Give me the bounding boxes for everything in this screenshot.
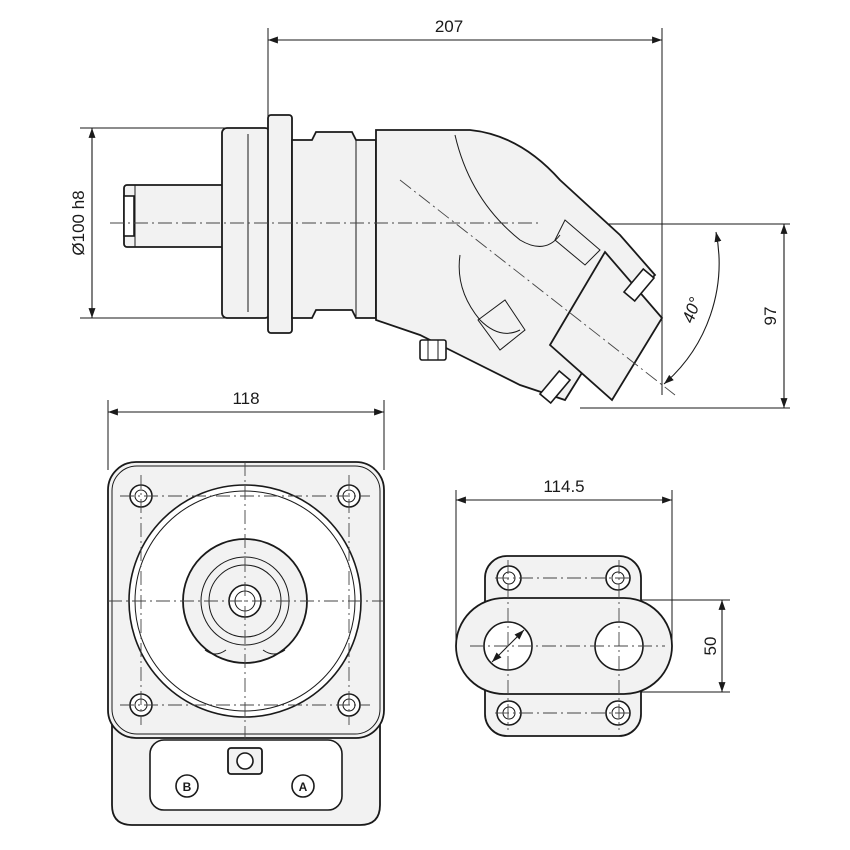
dim-label-angle: 40° (679, 295, 706, 326)
port-a-label: A (299, 780, 308, 794)
dim-label-50: 50 (701, 637, 720, 656)
dim-label-207: 207 (435, 17, 463, 36)
dim-label-114-5: 114.5 (543, 477, 584, 496)
drive-shaft (123, 184, 227, 248)
bearing-housing (291, 131, 377, 319)
drain-plug (419, 339, 447, 361)
port-b-circle (175, 774, 199, 798)
dim-label-diameter: Ø100 h8 (69, 190, 88, 255)
dim-label-97: 97 (761, 307, 780, 326)
port-plate-view: 114.5 50 (455, 477, 730, 737)
port-b-label: B (183, 780, 192, 794)
side-view: 207 Ø100 h8 97 40° (69, 17, 790, 409)
port-a-circle (291, 774, 315, 798)
dim-arc-angle (663, 231, 722, 385)
front-view: 118 B A (107, 389, 385, 826)
dim-label-118: 118 (232, 389, 259, 408)
